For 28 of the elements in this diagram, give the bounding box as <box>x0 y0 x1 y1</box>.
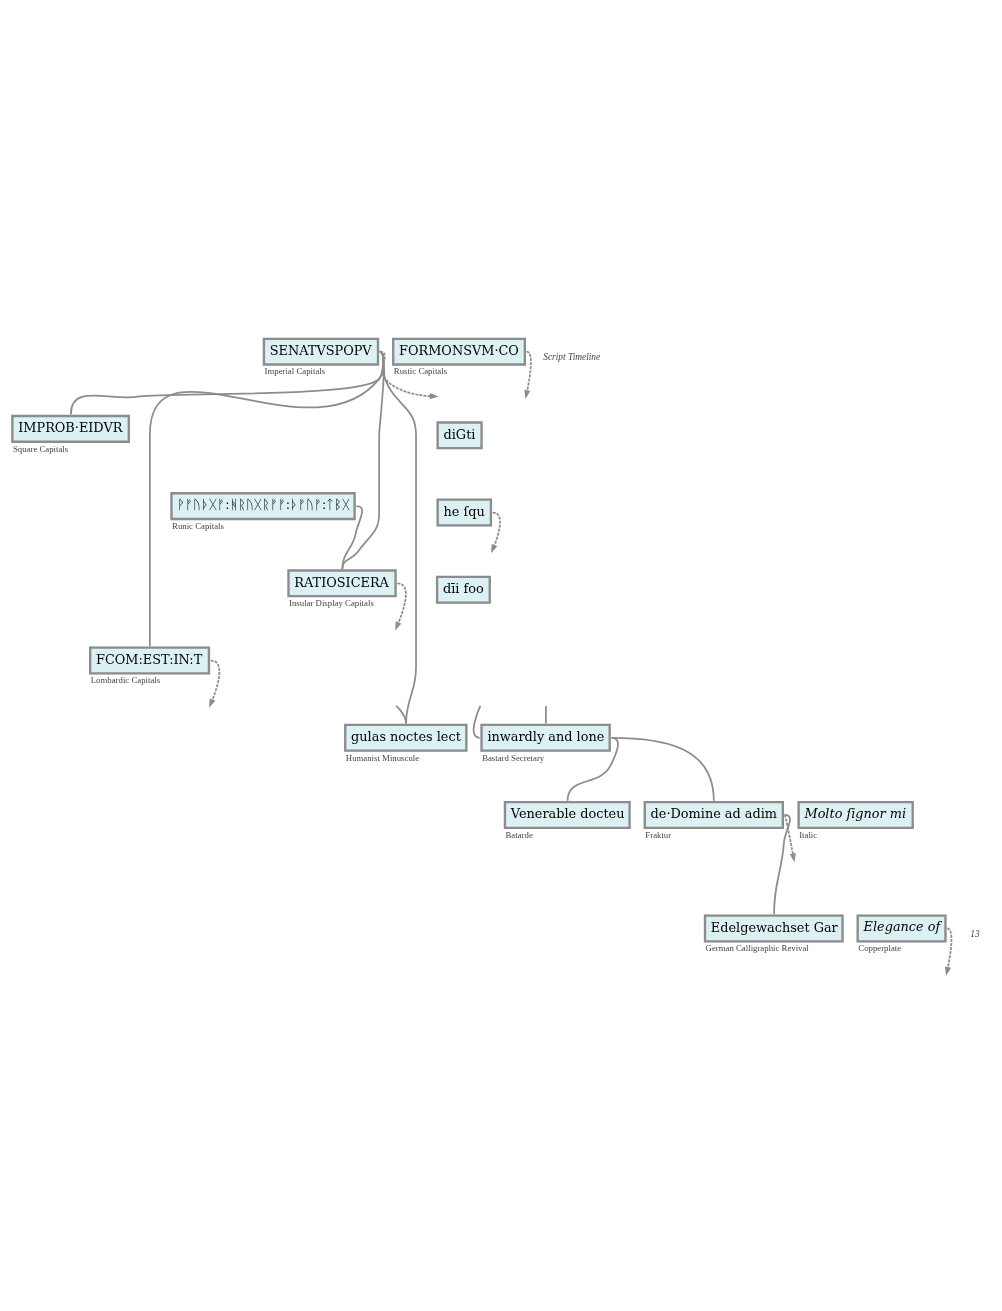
arrow <box>378 350 439 400</box>
arrow <box>524 350 532 399</box>
connector <box>566 736 619 802</box>
node-label: Batarde <box>505 829 533 840</box>
node-label: Bastard Secretary <box>482 752 545 763</box>
node-label: Humanist Minuscule <box>345 752 420 763</box>
node-label: Square Capitals <box>12 443 69 454</box>
node-label: Copperplate <box>858 943 902 954</box>
connector <box>472 705 482 739</box>
arrow <box>395 582 407 631</box>
connector <box>378 350 417 725</box>
connector <box>395 705 407 725</box>
node-label: German Calligraphic Revival <box>705 943 809 954</box>
connector <box>545 705 547 725</box>
connector <box>341 505 363 570</box>
node-label: Insular Display Capitals <box>289 598 374 609</box>
arrow <box>944 927 953 976</box>
label: Script Timeline <box>543 351 601 362</box>
arrow <box>783 814 796 863</box>
node-label: Runic Capitals <box>172 520 224 531</box>
connector <box>773 814 791 916</box>
label: 13 <box>970 928 980 939</box>
node-label: Imperial Capitals <box>264 366 326 377</box>
node-label: Rustic Capitals <box>393 366 448 377</box>
node-label: Fraktur <box>645 829 672 840</box>
node-label: Lombardic Capitals <box>90 675 161 686</box>
connector <box>610 736 715 802</box>
node-label: Italic <box>799 829 818 840</box>
